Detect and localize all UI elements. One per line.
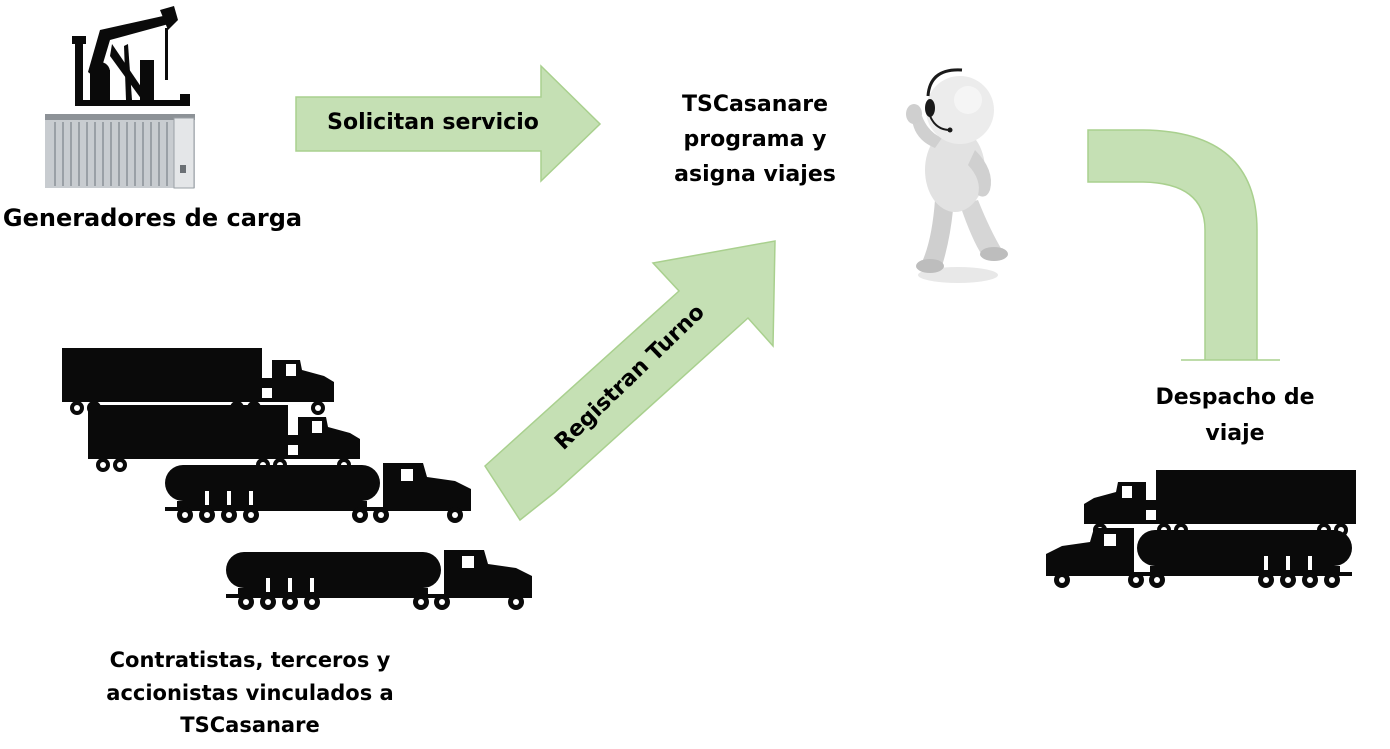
despacho-bent-arrow — [1087, 129, 1280, 361]
tscasanare-label: TSCasanare programa y asigna viajes — [640, 88, 870, 192]
contratistas-label-line: accionistas vinculados a — [106, 680, 394, 705]
tscasanare-label-line: TSCasanare — [681, 92, 829, 117]
oil-pump-icon — [72, 6, 190, 106]
contratistas-label-line: TSCasanare — [180, 713, 320, 738]
tscasanare-label-line: asigna viajes — [674, 161, 836, 187]
despacho-label-line: Despacho de — [1155, 385, 1315, 410]
despacho-label-line: viaje — [1205, 420, 1265, 446]
dispatched-trucks-icon — [1046, 470, 1356, 588]
operator-headset-icon — [906, 68, 1008, 283]
solicitan-servicio-arrow — [295, 64, 602, 183]
generadores-label: Generadores de carga — [2, 204, 303, 232]
solicitan-servicio-label: Solicitan servicio — [327, 110, 539, 135]
registran-turno-arrow — [484, 240, 776, 522]
despacho-label: Despacho de viaje — [1130, 380, 1340, 451]
contratistas-label: Contratistas, terceros y accionistas vin… — [70, 644, 430, 742]
tscasanare-label-line: programa y — [683, 126, 827, 152]
truck-fleet-icon — [62, 348, 532, 610]
contratistas-label-line: Contratistas, terceros y — [109, 648, 391, 672]
cargo-container-icon — [45, 114, 195, 189]
oil-pump-container-icon — [45, 6, 195, 189]
